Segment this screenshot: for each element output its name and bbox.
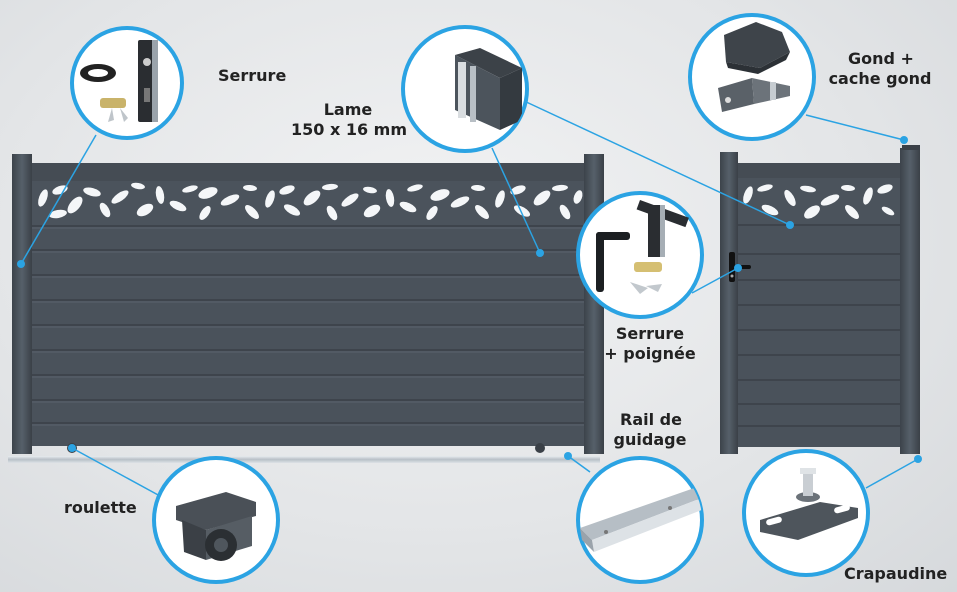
pivot-plate-icon xyxy=(760,468,858,540)
gate-slats xyxy=(30,225,586,446)
roulette-callout-circle xyxy=(152,456,280,584)
serrure-poignee-callout-circle xyxy=(576,191,704,319)
rail-label-line1: Rail de xyxy=(620,410,682,429)
lame-title-label: Lame xyxy=(323,100,373,119)
pedestrian-left-post xyxy=(720,152,738,454)
lame-callout-circle xyxy=(401,25,529,153)
lock-handle-kit-icon xyxy=(596,199,689,294)
sliding-gate xyxy=(8,154,604,463)
wheel-icon xyxy=(176,492,256,561)
serrure-callout-circle xyxy=(70,26,184,140)
ground-rail xyxy=(8,456,600,463)
lame-dims-label: 150 x 16 mm xyxy=(290,120,408,139)
gond-label-line1: Gond + xyxy=(848,49,914,68)
lock-kit-icon xyxy=(80,40,158,122)
left-post xyxy=(12,154,32,454)
callout-dots xyxy=(17,136,922,463)
pedestrian-leaf-pattern xyxy=(743,184,895,219)
crapaudine-callout-circle xyxy=(742,449,870,577)
rail-callout-circle xyxy=(576,456,704,584)
leaf-pattern xyxy=(38,182,583,221)
roulette-label: roulette xyxy=(64,498,137,517)
aluminium-slat-icon xyxy=(455,48,522,130)
pedestrian-right-post xyxy=(900,148,920,454)
guide-rail-icon xyxy=(580,486,702,552)
gond-callout-circle xyxy=(688,13,816,141)
serrure-poignee-label-line2: + poignée xyxy=(604,344,696,363)
pedestrian-gate xyxy=(720,145,920,454)
gond-label-line2: cache gond xyxy=(828,69,932,88)
hinge-cover-icon xyxy=(718,22,790,112)
serrure-label: Serrure xyxy=(218,66,287,85)
crapaudine-label: Crapaudine xyxy=(844,564,948,583)
serrure-poignee-label-line1: Serrure xyxy=(615,324,685,343)
callout-lines xyxy=(20,99,919,497)
rail-label-line2: guidage xyxy=(613,430,687,449)
